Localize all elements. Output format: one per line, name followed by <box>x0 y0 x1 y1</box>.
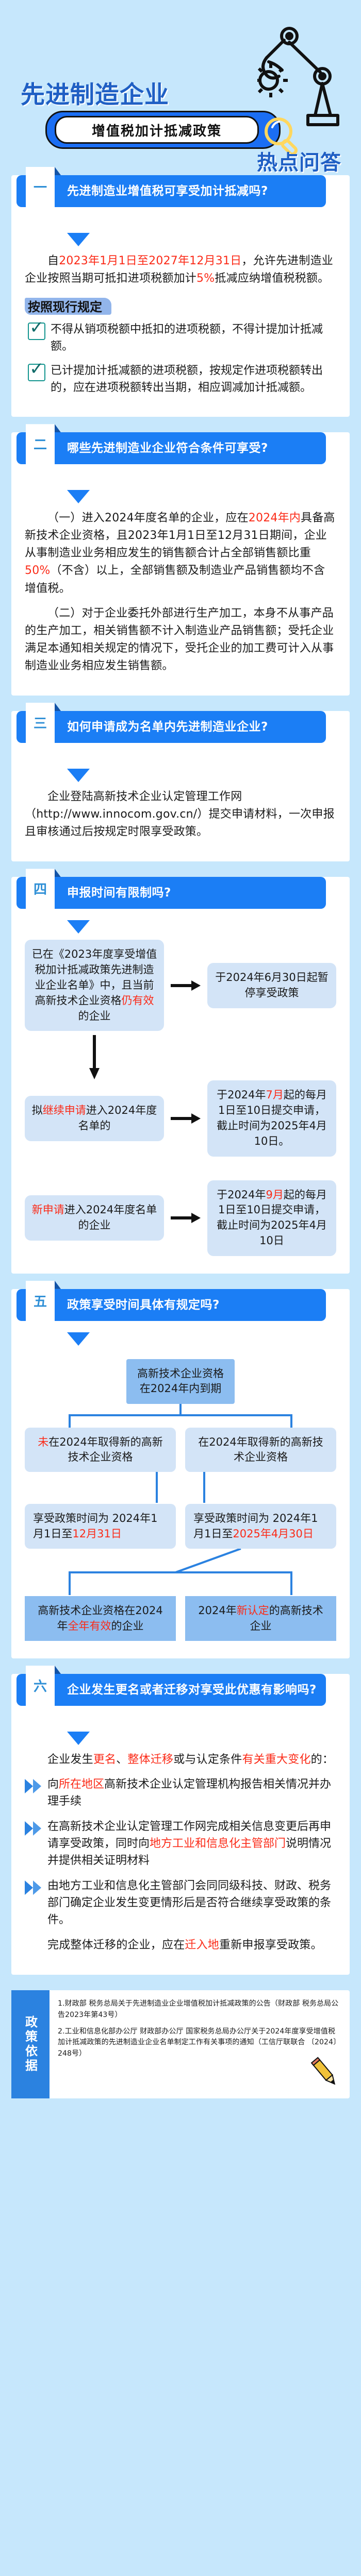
section-number-6: 六 <box>33 1679 47 1694</box>
check-text: 不得从销项税额中抵扣的进项税额，不得计提加计抵减额。 <box>51 323 323 353</box>
check-item: ✓ 不得从销项税额中抵扣的进项税额，不得计提加计抵减额。 <box>28 319 336 355</box>
tree-branch-row: 未在2024年取得新的高新技术企业资格 在2024年取得新的高新技术企业资格 <box>25 1427 336 1472</box>
chevron-right-icon <box>25 1821 43 1838</box>
arrow-right-icon <box>170 1212 202 1224</box>
chevron-right-icon <box>25 1779 43 1795</box>
qa-section-5: 政策享受时间具体有规定吗? 五 高新技术企业资格在2024年内到期 未在2024… <box>11 1280 350 1658</box>
tree-branch-left: 未在2024年取得新的高新技术企业资格 <box>25 1427 176 1472</box>
section-number-1: 一 <box>33 180 47 196</box>
arrow-bullet: 由地方工业和信息化主管部门会同同级科技、财政、税务部门确定企业发生变更情形后是否… <box>25 1877 336 1928</box>
tree-branch-right: 在2024年取得新的高新技术企业资格 <box>185 1427 336 1472</box>
qa-title-3: 如何申请成为名单内先进制造业企业? <box>67 720 268 734</box>
pill-inner-shape: 增值税加计抵减政策 <box>55 116 259 144</box>
qa-header-4: 申报时间有限制吗? <box>17 877 326 909</box>
tree-result-row: 享受政策时间为 2024年1月1日至12月31日 享受政策时间为 2024年1月… <box>25 1504 336 1549</box>
arrow-right-icon <box>170 1112 202 1125</box>
arrow-bullet: 在高新技术企业认定管理工作网完成相关信息变更后再申请享受政策，同时向地方工业和信… <box>25 1818 336 1869</box>
section-number-4: 四 <box>33 882 47 898</box>
tree-result-left: 享受政策时间为 2024年1月1日至12月31日 <box>25 1504 176 1549</box>
qa-header-3: 如何申请成为名单内先进制造业企业? <box>17 711 326 743</box>
policy-basis-label: 政策依据 <box>11 1990 50 2099</box>
tree-connector-1 <box>25 1403 336 1428</box>
section-6-lead: 企业发生更名、整体迁移或与认定条件有关重大变化的： <box>47 1753 334 1766</box>
chevron-right-icon <box>25 1880 43 1897</box>
page-header: 先进制造企业 增值税加计抵减政策 热点问答 <box>0 0 361 175</box>
section-6-closing: 完成整体迁移的企业，应在迁入地重新申报享受政策。 <box>47 1939 322 1952</box>
flow-left-3: 新申请进入2024年度名单的企业 <box>25 1195 164 1241</box>
tree-bottom-row: 高新技术企业资格在2024年全年有效的企业 2024年新认定的高新技术企业 <box>25 1596 336 1641</box>
section-3-paragraph: 企业登陆高新技术企业认定管理工作网（http://www.innocom.gov… <box>25 790 335 839</box>
policy-basis-list: 1.财政部 税务总局关于先进制造业企业增值税加计抵减政策的公告（财政部 税务总局… <box>50 1990 350 2098</box>
check-icon: ✓ <box>28 360 45 382</box>
section-number-ribbon-3: 三 <box>26 703 61 757</box>
robot-arm-icon <box>254 25 348 132</box>
qa-section-2: 哪些先进制造业企业符合条件可享受? 二 （一）进入2024年度名单的企业，应在2… <box>11 424 350 696</box>
qa-body-2: （一）进入2024年度名单的企业，应在2024年内具备高新技术企业资格，且202… <box>11 432 350 696</box>
section-2-paragraph-1: （一）进入2024年度名单的企业，应在2024年内具备高新技术企业资格，且202… <box>25 512 335 595</box>
section-number-2: 二 <box>33 437 47 453</box>
qa-body-4: 已在《2023年度享受增值税加计抵减政策先进制造业企业名单》中，且当前高新技术企… <box>11 877 350 1274</box>
section-1-highlight: 按照现行规定 <box>25 296 111 316</box>
qa-section-4: 申报时间有限制吗? 四 已在《2023年度享受增值税加计抵减政策先进制造业企业名… <box>11 869 350 1274</box>
arrow-bullet-text: 在高新技术企业认定管理工作网完成相关信息变更后再申请享受政策，同时向地方工业和信… <box>47 1820 332 1868</box>
arrow-right-icon <box>170 979 202 992</box>
tree-bottom-right: 2024年新认定的高新技术企业 <box>185 1596 336 1641</box>
arrow-down-icon <box>25 1035 164 1080</box>
policy-tree: 高新技术企业资格在2024年内到期 未在2024年取得新的高新技术企业资格 在2… <box>25 1355 336 1645</box>
qa-section-3: 如何申请成为名单内先进制造业企业? 三 企业登陆高新技术企业认定管理工作网（ht… <box>11 703 350 862</box>
magnifier-icon <box>261 115 305 161</box>
tree-result-right: 享受政策时间为 2024年1月1日至2025年4月30日 <box>185 1504 336 1549</box>
check-item: ✓ 已计提加计抵减额的进项税额，按规定作进项税额转出的，应在进项税额转出当期，相… <box>28 360 336 396</box>
qa-body-1: 自2023年1月1日至2027年12月31日，允许先进制造业企业按照当期可抵扣进… <box>11 175 350 417</box>
check-text: 已计提加计抵减额的进项税额，按规定作进项税额转出的，应在进项税额转出当期，相应调… <box>51 364 323 395</box>
qa-title-2: 哪些先进制造业企业符合条件可享受? <box>67 442 268 455</box>
qa-title-4: 申报时间有限制吗? <box>67 886 171 900</box>
flow-right-2: 于2024年7月起的每月1日至10日提交申请，截止时间为2025年4月10日。 <box>207 1080 336 1157</box>
section-number-ribbon-1: 一 <box>26 167 61 221</box>
qa-header-6: 企业发生更名或者迁移对享受此优惠有影响吗? <box>17 1674 326 1706</box>
qa-section-6: 企业发生更名或者迁移对享受此优惠有影响吗? 六 企业发生更名、整体迁移或与认定条… <box>11 1666 350 1975</box>
section-number-ribbon-5: 五 <box>26 1280 61 1334</box>
page-title: 先进制造企业 <box>21 81 169 109</box>
section-number-ribbon-4: 四 <box>26 869 61 923</box>
section-2-paragraph-2: （二）对于企业委托外部进行生产加工，本身不从事产品的生产加工，相关销售额不计入制… <box>25 606 334 672</box>
qa-header-1: 先进制造业增值税可享受加计抵减吗? <box>17 175 326 207</box>
subtitle-pill: 增值税加计抵减政策 <box>45 106 319 156</box>
tree-connector-3 <box>25 1549 336 1596</box>
qa-body-6: 企业发生更名、整体迁移或与认定条件有关重大变化的： 向所在地区高新技术企业认定管… <box>11 1674 350 1975</box>
flow-row-1: 已在《2023年度享受增值税加计抵减政策先进制造业企业名单》中，且当前高新技术企… <box>25 940 336 1031</box>
section-number-ribbon-2: 二 <box>26 424 61 478</box>
qa-title-6: 企业发生更名或者迁移对享受此优惠有影响吗? <box>67 1683 317 1697</box>
qa-body-5: 高新技术企业资格在2024年内到期 未在2024年取得新的高新技术企业资格 在2… <box>11 1289 350 1658</box>
flow-row-3: 新申请进入2024年度名单的企业 于2024年9月起的每月1日至10日提交申请，… <box>25 1180 336 1256</box>
policy-basis-item: 1.财政部 税务总局关于先进制造业企业增值税加计抵减政策的公告（财政部 税务总局… <box>58 1999 339 2019</box>
arrow-bullet: 向所在地区高新技术企业认定管理机构报告相关情况并办理手续 <box>25 1776 336 1810</box>
flow-row-2: 拟继续申请进入2024年度名单的 于2024年7月起的每月1日至10日提交申请，… <box>25 1080 336 1157</box>
section-number-5: 五 <box>33 1294 47 1310</box>
flow-right-3: 于2024年9月起的每月1日至10日提交申请，截止时间为2025年4月10日 <box>207 1180 336 1256</box>
policy-basis-item: 2.工业和信息化部办公厅 财政部办公厅 国家税务总局办公厅关于2024年度享受增… <box>58 2027 341 2058</box>
arrow-bullet-text: 向所在地区高新技术企业认定管理机构报告相关情况并办理手续 <box>47 1778 332 1808</box>
tree-root-node: 高新技术企业资格在2024年内到期 <box>126 1359 235 1404</box>
pill-label: 增值税加计抵减政策 <box>91 123 222 139</box>
check-icon: ✓ <box>28 319 45 341</box>
arrow-bullet-text: 由地方工业和信息化主管部门会同同级科技、财政、税务部门确定企业发生变更情形后是否… <box>47 1879 332 1927</box>
section-number-ribbon-6: 六 <box>26 1666 61 1719</box>
flow-left-2: 拟继续申请进入2024年度名单的 <box>25 1096 164 1141</box>
qa-title-5: 政策享受时间具体有规定吗? <box>67 1298 220 1312</box>
qa-header-5: 政策享受时间具体有规定吗? <box>17 1289 326 1321</box>
pencil-icon <box>307 2055 344 2094</box>
policy-basis-card: 政策依据 1.财政部 税务总局关于先进制造业企业增值税加计抵减政策的公告（财政部… <box>11 1990 350 2099</box>
qa-title-1: 先进制造业增值税可享受加计抵减吗? <box>67 184 268 198</box>
section-1-paragraph: 自2023年1月1日至2027年12月31日，允许先进制造业企业按照当期可抵扣进… <box>25 255 333 285</box>
section-number-3: 三 <box>33 716 47 732</box>
flow-left-1: 已在《2023年度享受增值税加计抵减政策先进制造业企业名单》中，且当前高新技术企… <box>25 940 164 1031</box>
qa-header-2: 哪些先进制造业企业符合条件可享受? <box>17 432 326 465</box>
qa-section-1: 先进制造业增值税可享受加计抵减吗? 一 自2023年1月1日至2027年12月3… <box>11 167 350 417</box>
tree-bottom-left: 高新技术企业资格在2024年全年有效的企业 <box>25 1596 176 1641</box>
tree-connector-2 <box>25 1472 336 1504</box>
page-subtitle: 热点问答 <box>257 151 341 175</box>
flow-right-1: 于2024年6月30日起暂停享受政策 <box>207 963 336 1008</box>
